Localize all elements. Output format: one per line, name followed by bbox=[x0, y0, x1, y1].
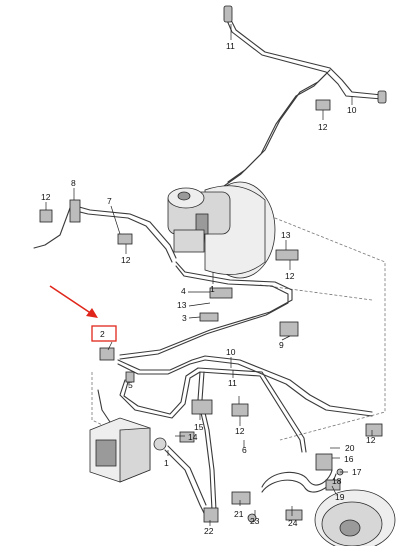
label-12-left: 12 bbox=[41, 192, 51, 202]
label-11-bottom: 11 bbox=[228, 378, 237, 388]
label-10-bottom: 10 bbox=[226, 347, 236, 357]
brake-disc bbox=[314, 489, 396, 546]
label-18: 18 bbox=[332, 476, 342, 486]
label-12-bottom: 12 bbox=[235, 426, 245, 436]
brake-booster bbox=[167, 181, 276, 279]
label-21: 21 bbox=[234, 509, 244, 519]
abs-unit bbox=[89, 417, 167, 483]
label-1-b: 1 bbox=[164, 458, 169, 468]
label-19: 19 bbox=[335, 492, 345, 502]
leader-lines bbox=[45, 24, 373, 526]
label-3: 3 bbox=[182, 313, 187, 323]
label-17: 17 bbox=[352, 467, 362, 477]
label-12-right: 12 bbox=[285, 271, 295, 281]
label-12-mid: 12 bbox=[121, 255, 131, 265]
label-8: 8 bbox=[71, 178, 76, 188]
label-23: 23 bbox=[250, 516, 260, 526]
label-1-a: 1 bbox=[210, 284, 215, 294]
label-20: 20 bbox=[345, 443, 355, 453]
label-24: 24 bbox=[288, 518, 298, 528]
label-13-mid: 13 bbox=[177, 300, 187, 310]
label-15: 15 bbox=[194, 422, 204, 432]
label-9: 9 bbox=[279, 340, 284, 350]
label-22: 22 bbox=[204, 526, 214, 536]
label-2: 2 bbox=[100, 329, 105, 339]
label-13-right: 13 bbox=[281, 230, 291, 240]
part-labels: 11 10 12 8 12 7 12 13 12 1 4 13 3 9 2 10… bbox=[41, 41, 376, 536]
label-11-top: 11 bbox=[226, 41, 235, 51]
label-12-top: 12 bbox=[318, 122, 328, 132]
brake-pipes bbox=[33, 17, 383, 516]
highlight-arrow bbox=[49, 285, 98, 318]
label-4: 4 bbox=[181, 286, 186, 296]
label-16: 16 bbox=[344, 454, 354, 464]
label-6: 6 bbox=[242, 445, 247, 455]
label-14: 14 bbox=[188, 432, 198, 442]
label-5: 5 bbox=[128, 380, 133, 390]
label-7: 7 bbox=[107, 196, 112, 206]
highlight-box bbox=[91, 325, 117, 342]
label-12-far-right: 12 bbox=[366, 435, 376, 445]
label-10-top: 10 bbox=[347, 105, 357, 115]
